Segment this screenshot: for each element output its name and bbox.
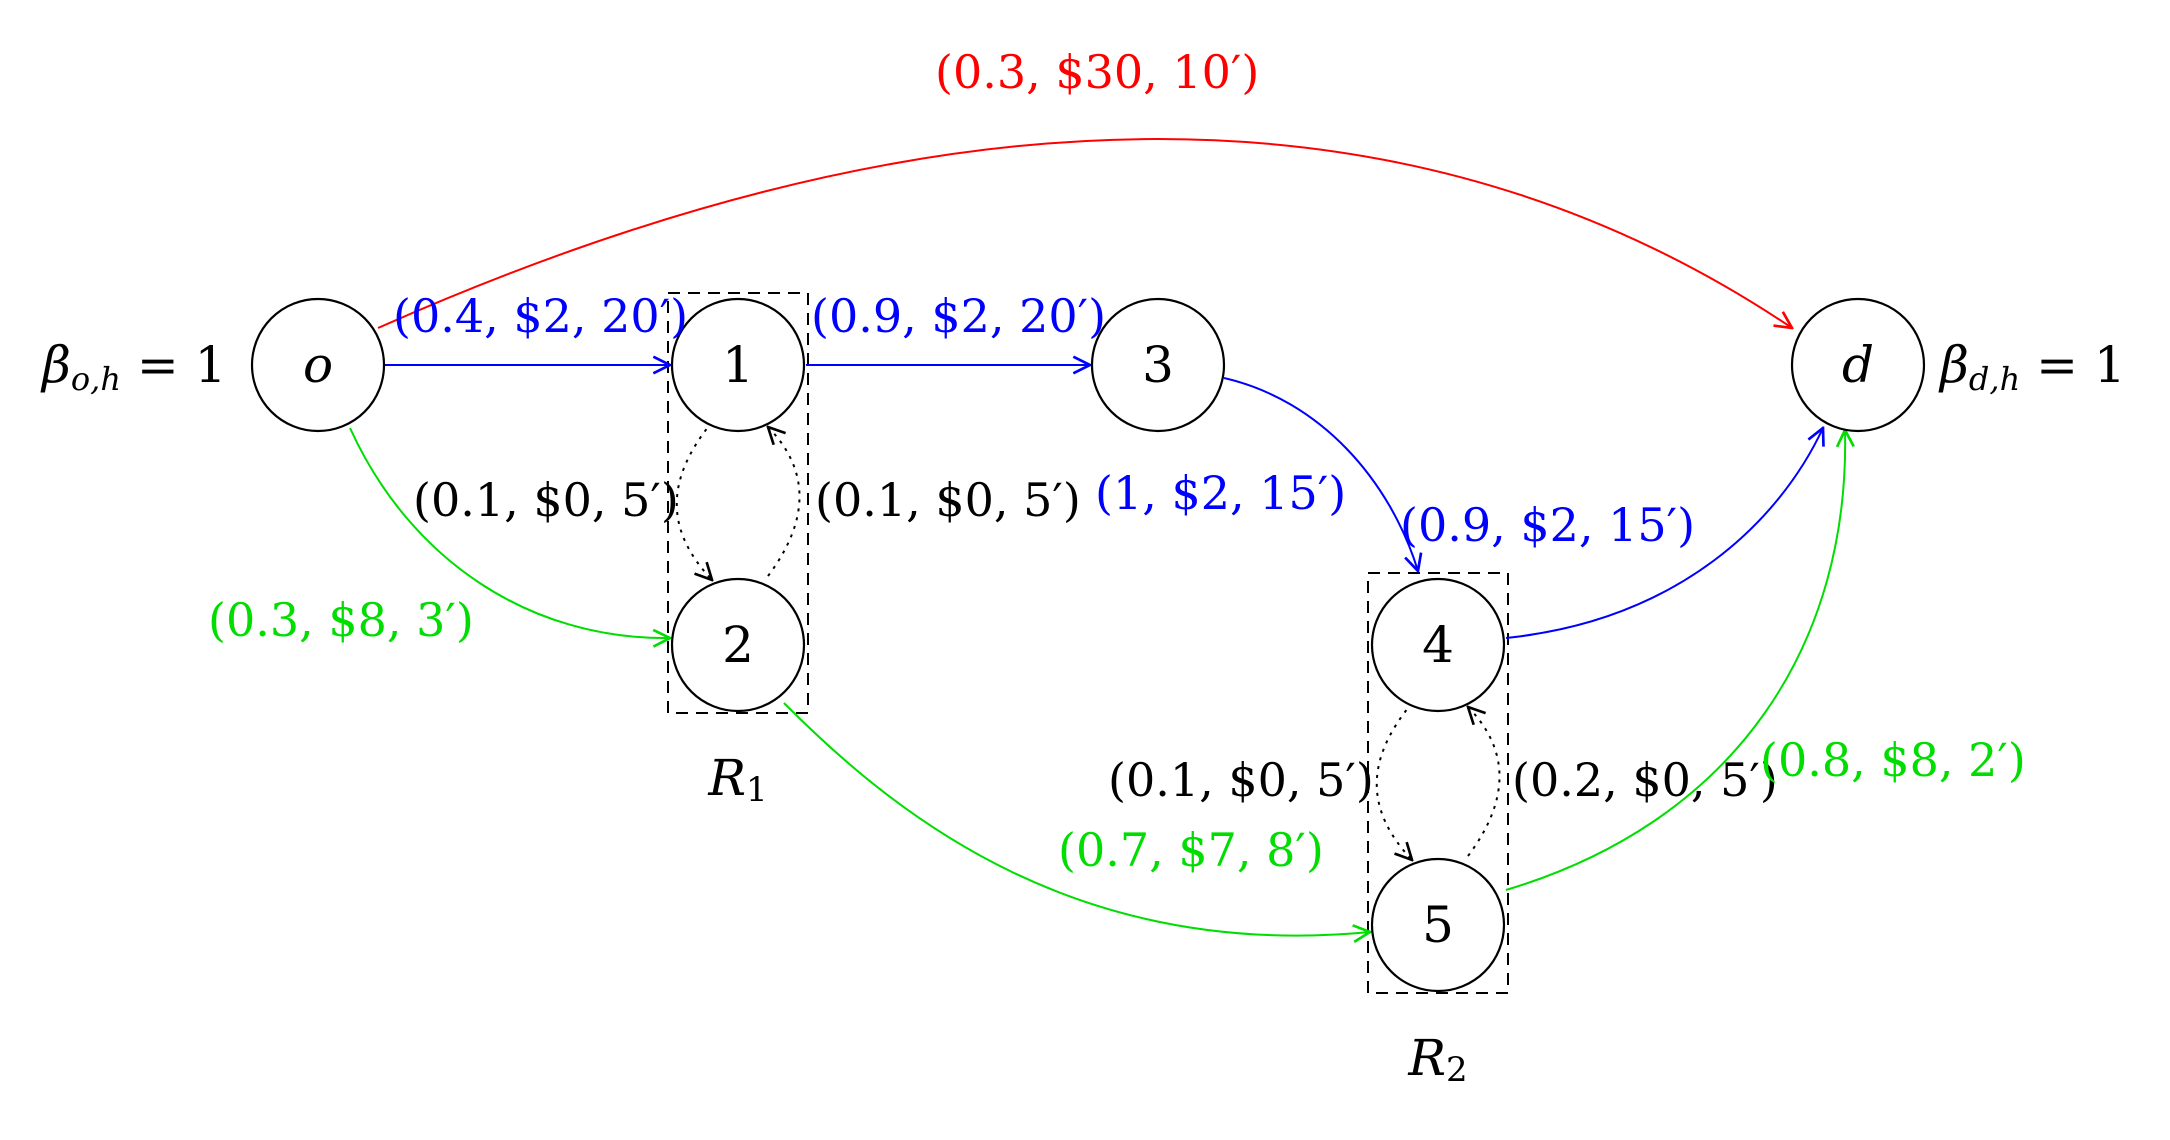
node-1: 1: [670, 297, 806, 433]
edge-5-d-label: (0.8, $8, 2′): [1760, 733, 2026, 787]
edge-5-4: [1468, 707, 1501, 857]
region-r2-label: R2: [1407, 1029, 1467, 1090]
edge-4-d: [1505, 428, 1823, 639]
edge-4-5-label: (0.1, $0, 5′): [1108, 753, 1374, 807]
origin-boundary-label: βo,h = 1: [40, 336, 226, 398]
node-3: 3: [1090, 297, 1226, 433]
edge-4-5: [1375, 702, 1412, 860]
origin-beta-subscript: o,h: [71, 360, 121, 398]
region-r1-subscript: 1: [746, 770, 768, 810]
node-o: o: [250, 297, 386, 433]
node-5-label: 5: [1422, 896, 1454, 954]
node-3-label: 3: [1142, 336, 1174, 394]
edge-1-2-label: (0.1, $0, 5′): [413, 473, 679, 527]
region-r1-box: [667, 292, 809, 714]
node-1-label: 1: [722, 336, 754, 394]
dest-beta: β: [1938, 336, 1969, 394]
dest-boundary-label: βd,h = 1: [1938, 336, 2126, 398]
edge-1-3-label: (0.9, $2, 20′): [811, 289, 1106, 343]
region-r2-subscript: 2: [1446, 1050, 1468, 1090]
edge-5-d: [1505, 430, 1845, 891]
node-d: d: [1790, 297, 1926, 433]
region-r1-letter: R: [707, 749, 746, 807]
edge-4-d-label: (0.9, $2, 15′): [1400, 498, 1695, 552]
edge-2-5: [783, 702, 1370, 936]
edge-2-1: [768, 427, 801, 577]
node-4: 4: [1370, 577, 1506, 713]
node-d-label: d: [1842, 336, 1874, 394]
node-o-label: o: [303, 336, 333, 394]
node-4-label: 4: [1422, 616, 1454, 674]
edge-3-4: [1223, 377, 1418, 571]
edge-o-2: [349, 427, 670, 638]
region-r1-label: R1: [707, 749, 767, 810]
dest-beta-value: = 1: [2020, 336, 2126, 394]
edge-o-d: [377, 138, 1792, 328]
edge-3-4-label: (1, $2, 15′): [1095, 466, 1346, 520]
edge-o-d-label: (0.3, $30, 10′): [935, 45, 1259, 99]
region-r2-box: [1367, 572, 1509, 994]
region-r2-letter: R: [1407, 1029, 1446, 1087]
edge-o-2-label: (0.3, $8, 3′): [208, 593, 474, 647]
node-5: 5: [1370, 857, 1506, 993]
edge-2-5-label: (0.7, $7, 8′): [1058, 823, 1324, 877]
edge-2-1-label: (0.1, $0, 5′): [815, 473, 1081, 527]
origin-beta: β: [40, 336, 71, 394]
edge-1-2: [675, 421, 712, 580]
origin-beta-value: = 1: [121, 336, 227, 394]
node-2: 2: [670, 577, 806, 713]
node-2-label: 2: [722, 616, 754, 674]
dest-beta-subscript: d,h: [1969, 360, 2020, 398]
edge-5-4-label: (0.2, $0, 5′): [1512, 753, 1778, 807]
edge-o-1-label: (0.4, $2, 20′): [393, 289, 688, 343]
